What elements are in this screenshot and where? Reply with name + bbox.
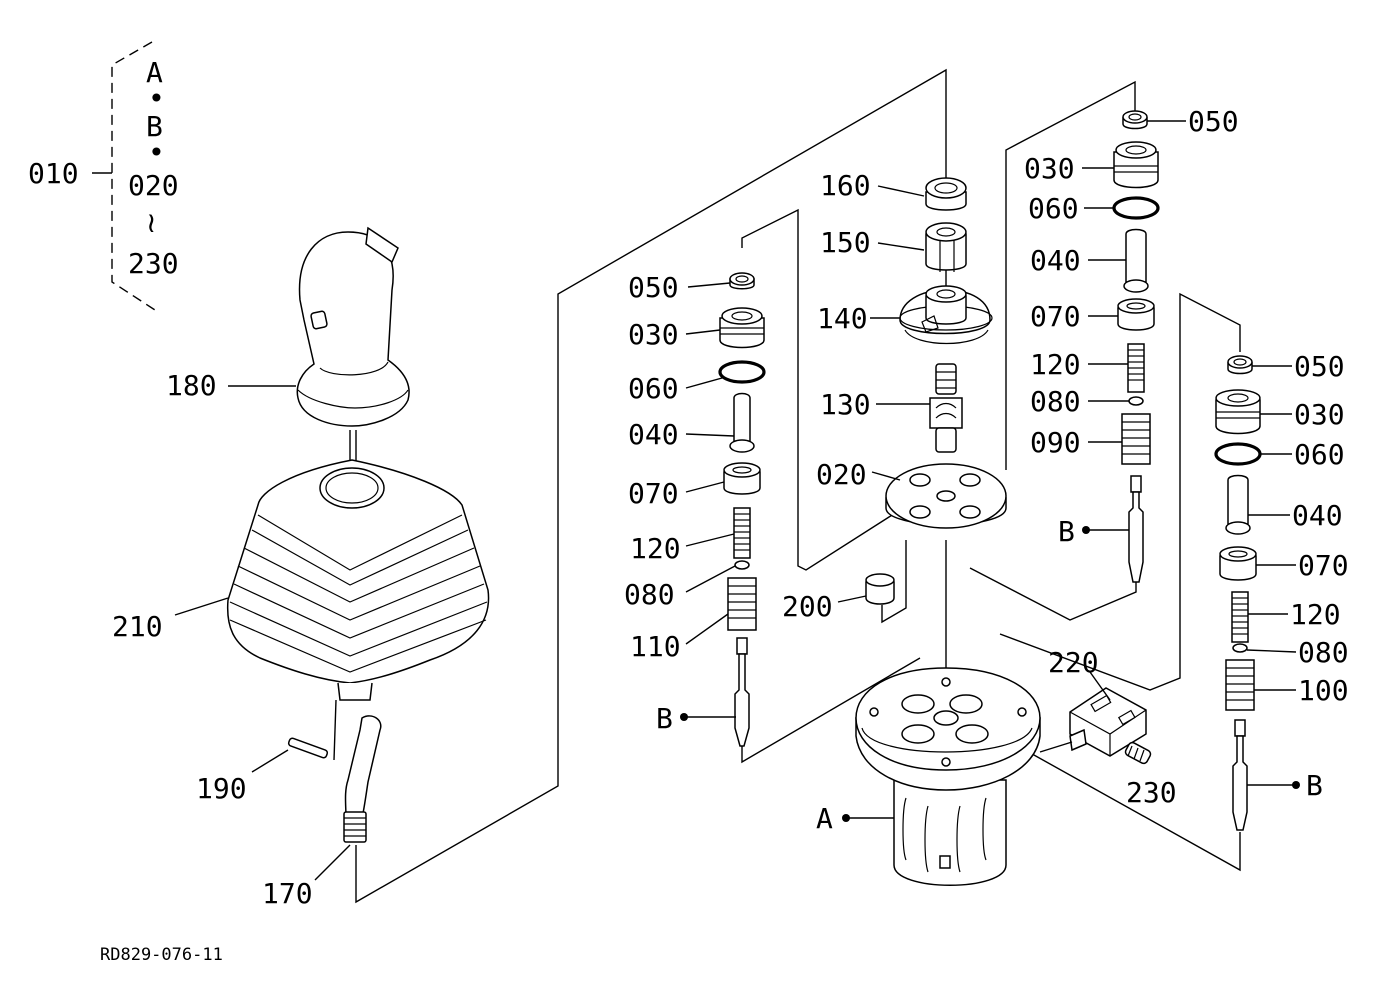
callout-right-070: 070 [1298, 549, 1349, 582]
callout-180: 180 [166, 369, 217, 402]
callout-right-030: 030 [1294, 398, 1345, 431]
connector-220-part [1039, 687, 1147, 757]
nut-150-part [925, 222, 967, 272]
callout-left-110: 110 [630, 630, 681, 663]
callout-right-050: 050 [1294, 350, 1345, 383]
lever-part [333, 699, 382, 843]
callout-150: 150 [820, 226, 871, 259]
assembly-tilde: ≀ [146, 206, 157, 239]
callout-right-040: 040 [1292, 499, 1343, 532]
callout-mid-070: 070 [1030, 300, 1081, 333]
callout-140: 140 [817, 302, 868, 335]
callout-mid-030: 030 [1024, 152, 1075, 185]
callout-mid-080: 080 [1030, 385, 1081, 418]
assembly-item-230: 230 [128, 247, 179, 280]
document-code: RD829-076-11 [100, 945, 223, 965]
callout-220: 220 [1048, 646, 1099, 679]
callout-left-070: 070 [628, 477, 679, 510]
assembly-bracket: 010 A • B • 020 ≀ 230 [28, 41, 179, 311]
plate-140-part [899, 285, 993, 344]
pin-part [287, 737, 329, 759]
callout-130: 130 [820, 388, 871, 421]
assembly-item-a: A [146, 56, 163, 89]
left-stack [718, 272, 766, 747]
callout-right-080: 080 [1298, 636, 1349, 669]
callout-mid-050: 050 [1188, 105, 1239, 138]
grip-part [296, 226, 410, 480]
assembly-dot-2: • [148, 136, 165, 169]
mid-stack [1112, 110, 1160, 583]
base-housing-part [855, 667, 1041, 886]
assembly-leader-lines [355, 68, 1241, 904]
callout-right-100: 100 [1298, 674, 1349, 707]
callout-left-080: 080 [624, 578, 675, 611]
callout-right-120: 120 [1290, 598, 1341, 631]
plate-020-part [885, 463, 1007, 529]
callout-right-060: 060 [1294, 438, 1345, 471]
callout-020: 020 [816, 458, 867, 491]
callout-160: 160 [820, 169, 871, 202]
callout-230: 230 [1126, 776, 1177, 809]
plug-200-part [865, 540, 907, 624]
callout-left-050: 050 [628, 271, 679, 304]
callout-mid-040: 040 [1030, 244, 1081, 277]
callout-left-030: 030 [628, 318, 679, 351]
callout-mid-120: 120 [1030, 348, 1081, 381]
callout-left-060: 060 [628, 372, 679, 405]
callout-190: 190 [196, 772, 247, 805]
joint-130-part [929, 363, 963, 453]
marker-b-mid: B [1058, 515, 1075, 548]
screw-230-part [1124, 741, 1152, 765]
marker-b-left: B [656, 702, 673, 735]
marker-a-base: A [816, 802, 833, 835]
callout-200: 200 [782, 590, 833, 623]
assembly-dot-1: • [148, 82, 165, 115]
assembly-item-b: B [146, 110, 163, 143]
callout-mid-060: 060 [1028, 192, 1079, 225]
right-stack [1214, 355, 1262, 831]
callout-left-040: 040 [628, 418, 679, 451]
callout-170: 170 [262, 877, 313, 910]
callout-210: 210 [112, 610, 163, 643]
nut-160-part [925, 177, 967, 211]
callout-mid-090: 090 [1030, 426, 1081, 459]
callout-left-120: 120 [630, 532, 681, 565]
boot-part [226, 459, 490, 701]
marker-b-right: B [1306, 769, 1323, 802]
marker-b-right-dot [1292, 781, 1300, 789]
assembly-ref-label: 010 [28, 157, 79, 190]
assembly-item-020: 020 [128, 169, 179, 202]
